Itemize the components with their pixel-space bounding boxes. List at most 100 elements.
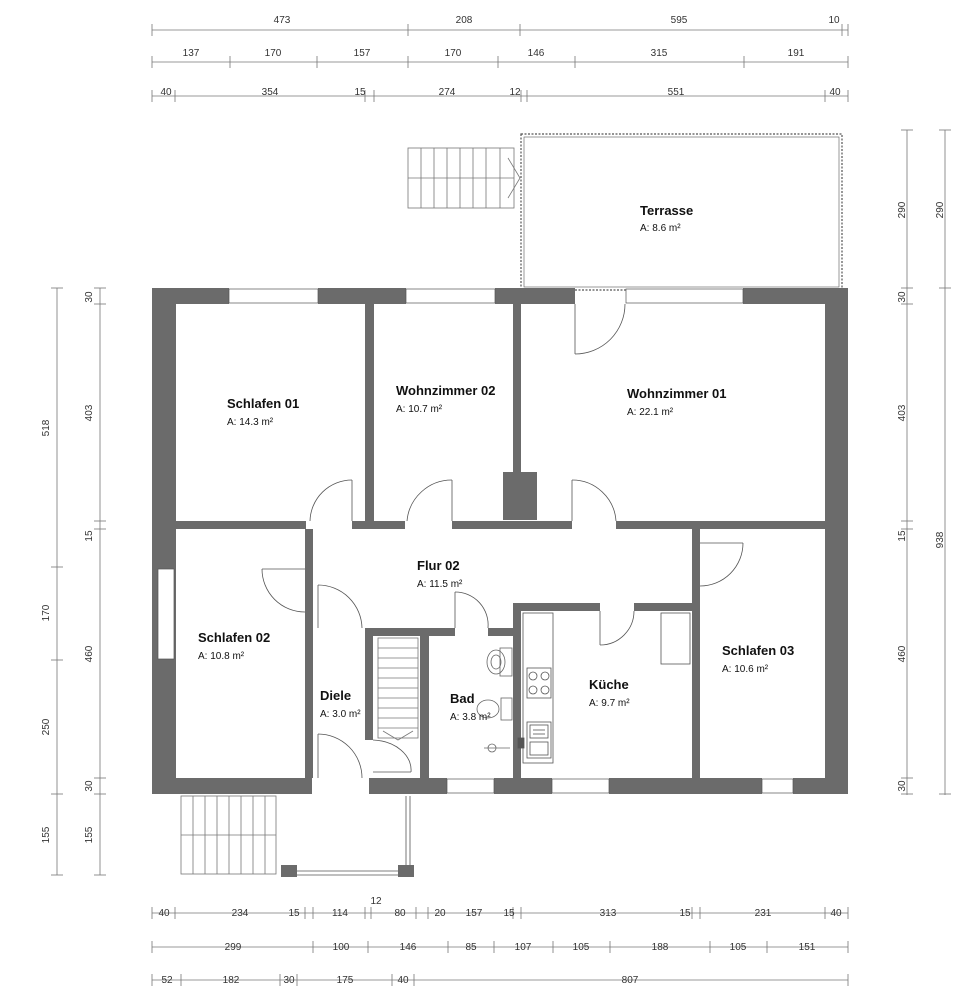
dim-right2-290: 290 xyxy=(935,201,946,218)
dim-bot1-j: 313 xyxy=(600,908,617,919)
dim-right2-938: 938 xyxy=(935,531,946,548)
room-area-wohnzimmer01: A: 22.1 m² xyxy=(627,407,674,418)
dim-left-155: 155 xyxy=(41,826,52,843)
dim-bot2-i: 151 xyxy=(799,942,816,953)
dim-top3-e: 12 xyxy=(509,87,521,98)
dim-bot3-c: 30 xyxy=(283,975,295,986)
dim-bot1-c: 15 xyxy=(288,908,300,919)
dim-top2-g: 191 xyxy=(788,48,805,59)
kitchen-fixtures xyxy=(517,612,691,764)
dim-left-170: 170 xyxy=(41,604,52,621)
room-area-wohnzimmer02: A: 10.7 m² xyxy=(396,404,443,415)
dim-right-460: 460 xyxy=(897,645,908,662)
entrance-porch xyxy=(281,796,414,877)
room-area-schlafen02: A: 10.8 m² xyxy=(198,651,245,662)
dim-bot2-g: 188 xyxy=(652,942,669,953)
dim-bot2-f: 105 xyxy=(573,942,590,953)
stair-entrance xyxy=(180,795,277,875)
dim-top2-f: 315 xyxy=(651,48,668,59)
dim-left2-30a: 30 xyxy=(84,291,95,303)
dim-bot3-f: 807 xyxy=(622,975,639,986)
room-name-kueche: Küche xyxy=(589,677,629,692)
doors xyxy=(261,303,744,779)
room-name-schlafen01: Schlafen 01 xyxy=(227,396,299,411)
room-area-terrasse: A: 8.6 m² xyxy=(640,223,681,234)
dim-bot2-b: 100 xyxy=(333,942,350,953)
dimension-labels-left: 518 170 250 155 30 403 15 460 30 155 xyxy=(41,291,95,843)
dim-bot2-d: 85 xyxy=(465,942,477,953)
dimension-ticks xyxy=(51,24,951,986)
windows xyxy=(157,288,794,794)
dim-top-473: 473 xyxy=(274,15,291,26)
dim-bot3-a: 52 xyxy=(161,975,173,986)
dim-bot2-e: 107 xyxy=(515,942,532,953)
dim-top3-a: 40 xyxy=(160,87,172,98)
stair-upper xyxy=(407,147,521,209)
dim-bot1-i: 15 xyxy=(503,908,515,919)
dim-bot1-m: 40 xyxy=(830,908,842,919)
room-name-schlafen03: Schlafen 03 xyxy=(722,643,794,658)
room-area-diele: A: 3.0 m² xyxy=(320,709,361,720)
dim-bot1-g: 20 xyxy=(434,908,446,919)
stair-interior xyxy=(377,637,419,741)
room-name-diele: Diele xyxy=(320,688,351,703)
room-name-terrasse: Terrasse xyxy=(640,203,693,218)
dim-left2-155: 155 xyxy=(84,826,95,843)
dim-bot2-h: 105 xyxy=(730,942,747,953)
dim-top2-a: 137 xyxy=(183,48,200,59)
dim-bot1-b: 234 xyxy=(232,908,249,919)
dim-bot2-c: 146 xyxy=(400,942,417,953)
dim-left2-15: 15 xyxy=(84,530,95,542)
dim-bot2-a: 299 xyxy=(225,942,242,953)
dim-bot1-k: 15 xyxy=(679,908,691,919)
dim-top-10: 10 xyxy=(828,15,840,26)
dimension-labels-top: 473 208 595 10 137 170 157 170 146 315 1… xyxy=(160,15,841,98)
dim-top3-f: 551 xyxy=(668,87,685,98)
dim-right-30a: 30 xyxy=(897,291,908,303)
dim-bot3-e: 40 xyxy=(397,975,409,986)
dim-bot1-f: 80 xyxy=(394,908,406,919)
dim-left-250: 250 xyxy=(41,718,52,735)
room-area-schlafen01: A: 14.3 m² xyxy=(227,417,274,428)
dim-top3-d: 274 xyxy=(439,87,456,98)
room-labels: Terrasse A: 8.6 m² Schlafen 01 A: 14.3 m… xyxy=(198,203,794,723)
dim-bot1-h: 157 xyxy=(466,908,483,919)
dim-left-518: 518 xyxy=(41,419,52,436)
room-name-flur02: Flur 02 xyxy=(417,558,460,573)
walls xyxy=(152,288,848,794)
dim-left2-30b: 30 xyxy=(84,780,95,792)
dim-bot1-e: 12 xyxy=(370,896,382,907)
dim-top2-e: 146 xyxy=(528,48,545,59)
dim-top2-b: 170 xyxy=(265,48,282,59)
dimension-lines xyxy=(56,29,946,981)
dim-bot1-d: 114 xyxy=(332,908,348,919)
dim-bot3-d: 175 xyxy=(337,975,354,986)
dim-right-30b: 30 xyxy=(897,780,908,792)
dim-bot1-a: 40 xyxy=(158,908,170,919)
dim-bot3-b: 182 xyxy=(223,975,240,986)
dim-right-290a: 290 xyxy=(897,201,908,218)
dim-top3-c: 15 xyxy=(354,87,366,98)
dim-bot1-l: 231 xyxy=(755,908,772,919)
bad-fixtures xyxy=(476,647,513,753)
dim-top-208: 208 xyxy=(456,15,473,26)
room-area-flur02: A: 11.5 m² xyxy=(417,579,463,590)
dim-top3-b: 354 xyxy=(262,87,279,98)
dimension-labels-bottom: 40 234 15 114 12 80 20 157 15 313 15 231… xyxy=(158,896,842,986)
room-name-bad: Bad xyxy=(450,691,475,706)
dimension-labels-right: 290 30 403 15 460 30 290 938 xyxy=(897,201,946,791)
room-name-schlafen02: Schlafen 02 xyxy=(198,630,270,645)
room-area-bad: A: 3.8 m² xyxy=(450,712,491,723)
dim-top3-g: 40 xyxy=(829,87,841,98)
dim-left2-460: 460 xyxy=(84,645,95,662)
room-name-wohnzimmer02: Wohnzimmer 02 xyxy=(396,383,495,398)
dim-right-403: 403 xyxy=(897,404,908,421)
room-area-kueche: A: 9.7 m² xyxy=(589,698,630,709)
dim-top2-d: 170 xyxy=(445,48,462,59)
room-name-wohnzimmer01: Wohnzimmer 01 xyxy=(627,386,726,401)
dim-top2-c: 157 xyxy=(354,48,371,59)
dim-top-595: 595 xyxy=(671,15,688,26)
dim-right-15: 15 xyxy=(897,530,908,542)
room-area-schlafen03: A: 10.6 m² xyxy=(722,664,769,675)
